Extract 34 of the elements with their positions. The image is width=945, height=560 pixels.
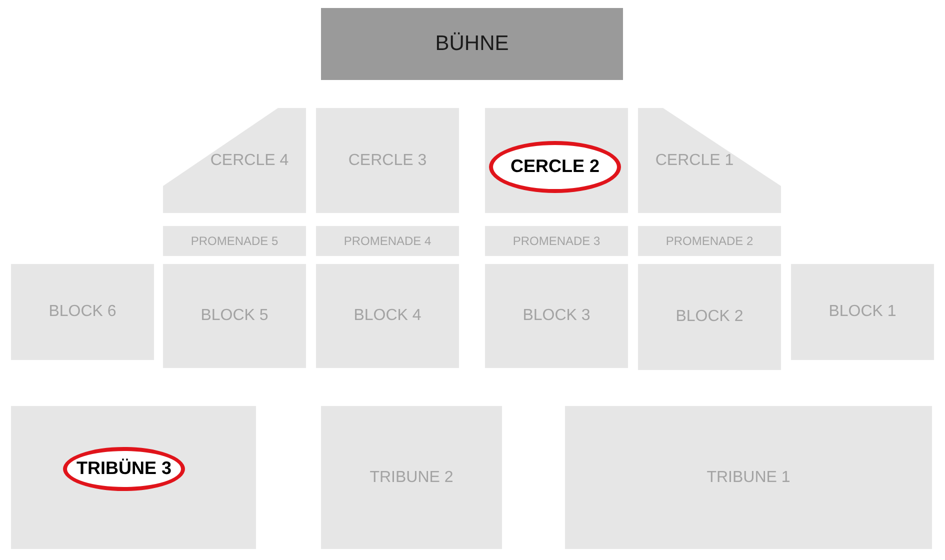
seating-section [485, 108, 628, 213]
seating-section [163, 264, 306, 368]
section-label: CERCLE 1 [655, 150, 734, 170]
promenade-section [163, 226, 306, 256]
section-label: PROMENADE 4 [344, 234, 432, 248]
section-label: TRIBUNE 1 [706, 468, 790, 488]
seating-section [565, 406, 932, 549]
seating-section [321, 406, 502, 549]
section-label: CERCLE 3 [348, 150, 427, 170]
section-label: TRIBUNE 2 [370, 468, 454, 488]
stage-block [321, 8, 623, 80]
section-label: PROMENADE 2 [666, 234, 754, 248]
seating-section [485, 264, 628, 368]
seating-section [11, 264, 154, 360]
section-label: BLOCK 2 [676, 307, 744, 327]
section-label: TRIBÜNE 3 [76, 458, 172, 480]
section-label: PROMENADE 3 [512, 234, 600, 248]
seating-section [11, 406, 256, 549]
section-label: CERCLE 4 [210, 150, 289, 170]
promenade-section [638, 226, 781, 256]
section-label: BLOCK 1 [828, 302, 896, 322]
promenade-section [316, 226, 459, 256]
seating-section [791, 264, 934, 360]
seating-section [316, 264, 459, 368]
section-label: BLOCK 6 [48, 302, 116, 322]
section-label: PROMENADE 5 [190, 234, 278, 248]
section-label: BLOCK 4 [354, 306, 422, 326]
seating-section [316, 108, 459, 213]
section-label: BÜHNE [435, 31, 509, 57]
promenade-section [485, 226, 628, 256]
section-label: CERCLE 2 [510, 156, 600, 178]
seating-section [638, 264, 781, 370]
section-label: BLOCK 5 [200, 306, 268, 326]
section-label: BLOCK 3 [522, 306, 590, 326]
